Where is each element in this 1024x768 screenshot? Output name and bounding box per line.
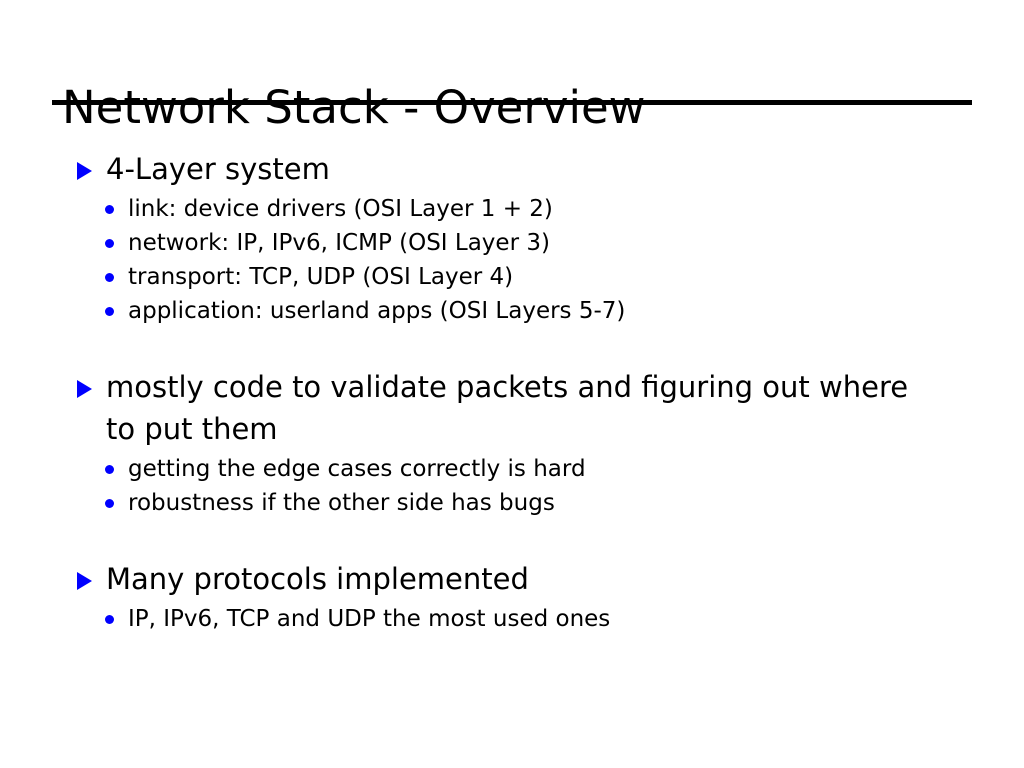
bullet-level1-label: Many protocols implemented <box>106 562 529 596</box>
list-item: application: userland apps (OSI Layers 5… <box>0 294 1024 328</box>
bullet-level2-label: getting the edge cases correctly is hard <box>128 456 586 482</box>
dot-bullet-icon <box>105 615 114 624</box>
title-divider <box>52 100 972 105</box>
triangle-bullet-icon <box>77 162 92 180</box>
bullet-level2-label: link: device drivers (OSI Layer 1 + 2) <box>128 196 553 222</box>
slide-body: 4-Layer system link: device drivers (OSI… <box>0 148 1024 636</box>
triangle-bullet-icon <box>77 572 92 590</box>
bullet-level2-label: IP, IPv6, TCP and UDP the most used ones <box>128 606 611 632</box>
bullet-level1: 4-Layer system <box>0 148 1024 190</box>
dot-bullet-icon <box>105 465 114 474</box>
dot-bullet-icon <box>105 307 114 316</box>
dot-bullet-icon <box>105 205 114 214</box>
list-item: network: IP, IPv6, ICMP (OSI Layer 3) <box>0 226 1024 260</box>
bullet-level1: Many protocols implemented <box>0 558 1024 600</box>
list-item: link: device drivers (OSI Layer 1 + 2) <box>0 192 1024 226</box>
dot-bullet-icon <box>105 273 114 282</box>
bullet-level2-list: getting the edge cases correctly is hard… <box>0 452 1024 520</box>
triangle-bullet-icon <box>77 380 92 398</box>
bullet-level1-label: 4-Layer system <box>106 152 330 186</box>
dot-bullet-icon <box>105 239 114 248</box>
bullet-level2-list: IP, IPv6, TCP and UDP the most used ones <box>0 602 1024 636</box>
bullet-level2-label: network: IP, IPv6, ICMP (OSI Layer 3) <box>128 230 550 256</box>
bullet-level2-label: transport: TCP, UDP (OSI Layer 4) <box>128 264 514 290</box>
list-item: getting the edge cases correctly is hard <box>0 452 1024 486</box>
page-title: Network Stack - Overview <box>62 81 646 135</box>
list-item: transport: TCP, UDP (OSI Layer 4) <box>0 260 1024 294</box>
group-spacer <box>0 546 1024 558</box>
list-item: IP, IPv6, TCP and UDP the most used ones <box>0 602 1024 636</box>
dot-bullet-icon <box>105 499 114 508</box>
bullet-level1: mostly code to validate packets and figu… <box>0 366 1024 450</box>
bullet-group: 4-Layer system link: device drivers (OSI… <box>0 148 1024 328</box>
group-spacer <box>0 354 1024 366</box>
bullet-level1-label: mostly code to validate packets and figu… <box>106 370 909 446</box>
bullet-level2-label: robustness if the other side has bugs <box>128 490 555 516</box>
bullet-level2-label: application: userland apps (OSI Layers 5… <box>128 298 626 324</box>
bullet-group: mostly code to validate packets and figu… <box>0 366 1024 520</box>
bullet-group: Many protocols implemented IP, IPv6, TCP… <box>0 558 1024 636</box>
list-item: robustness if the other side has bugs <box>0 486 1024 520</box>
bullet-level2-list: link: device drivers (OSI Layer 1 + 2) n… <box>0 192 1024 328</box>
